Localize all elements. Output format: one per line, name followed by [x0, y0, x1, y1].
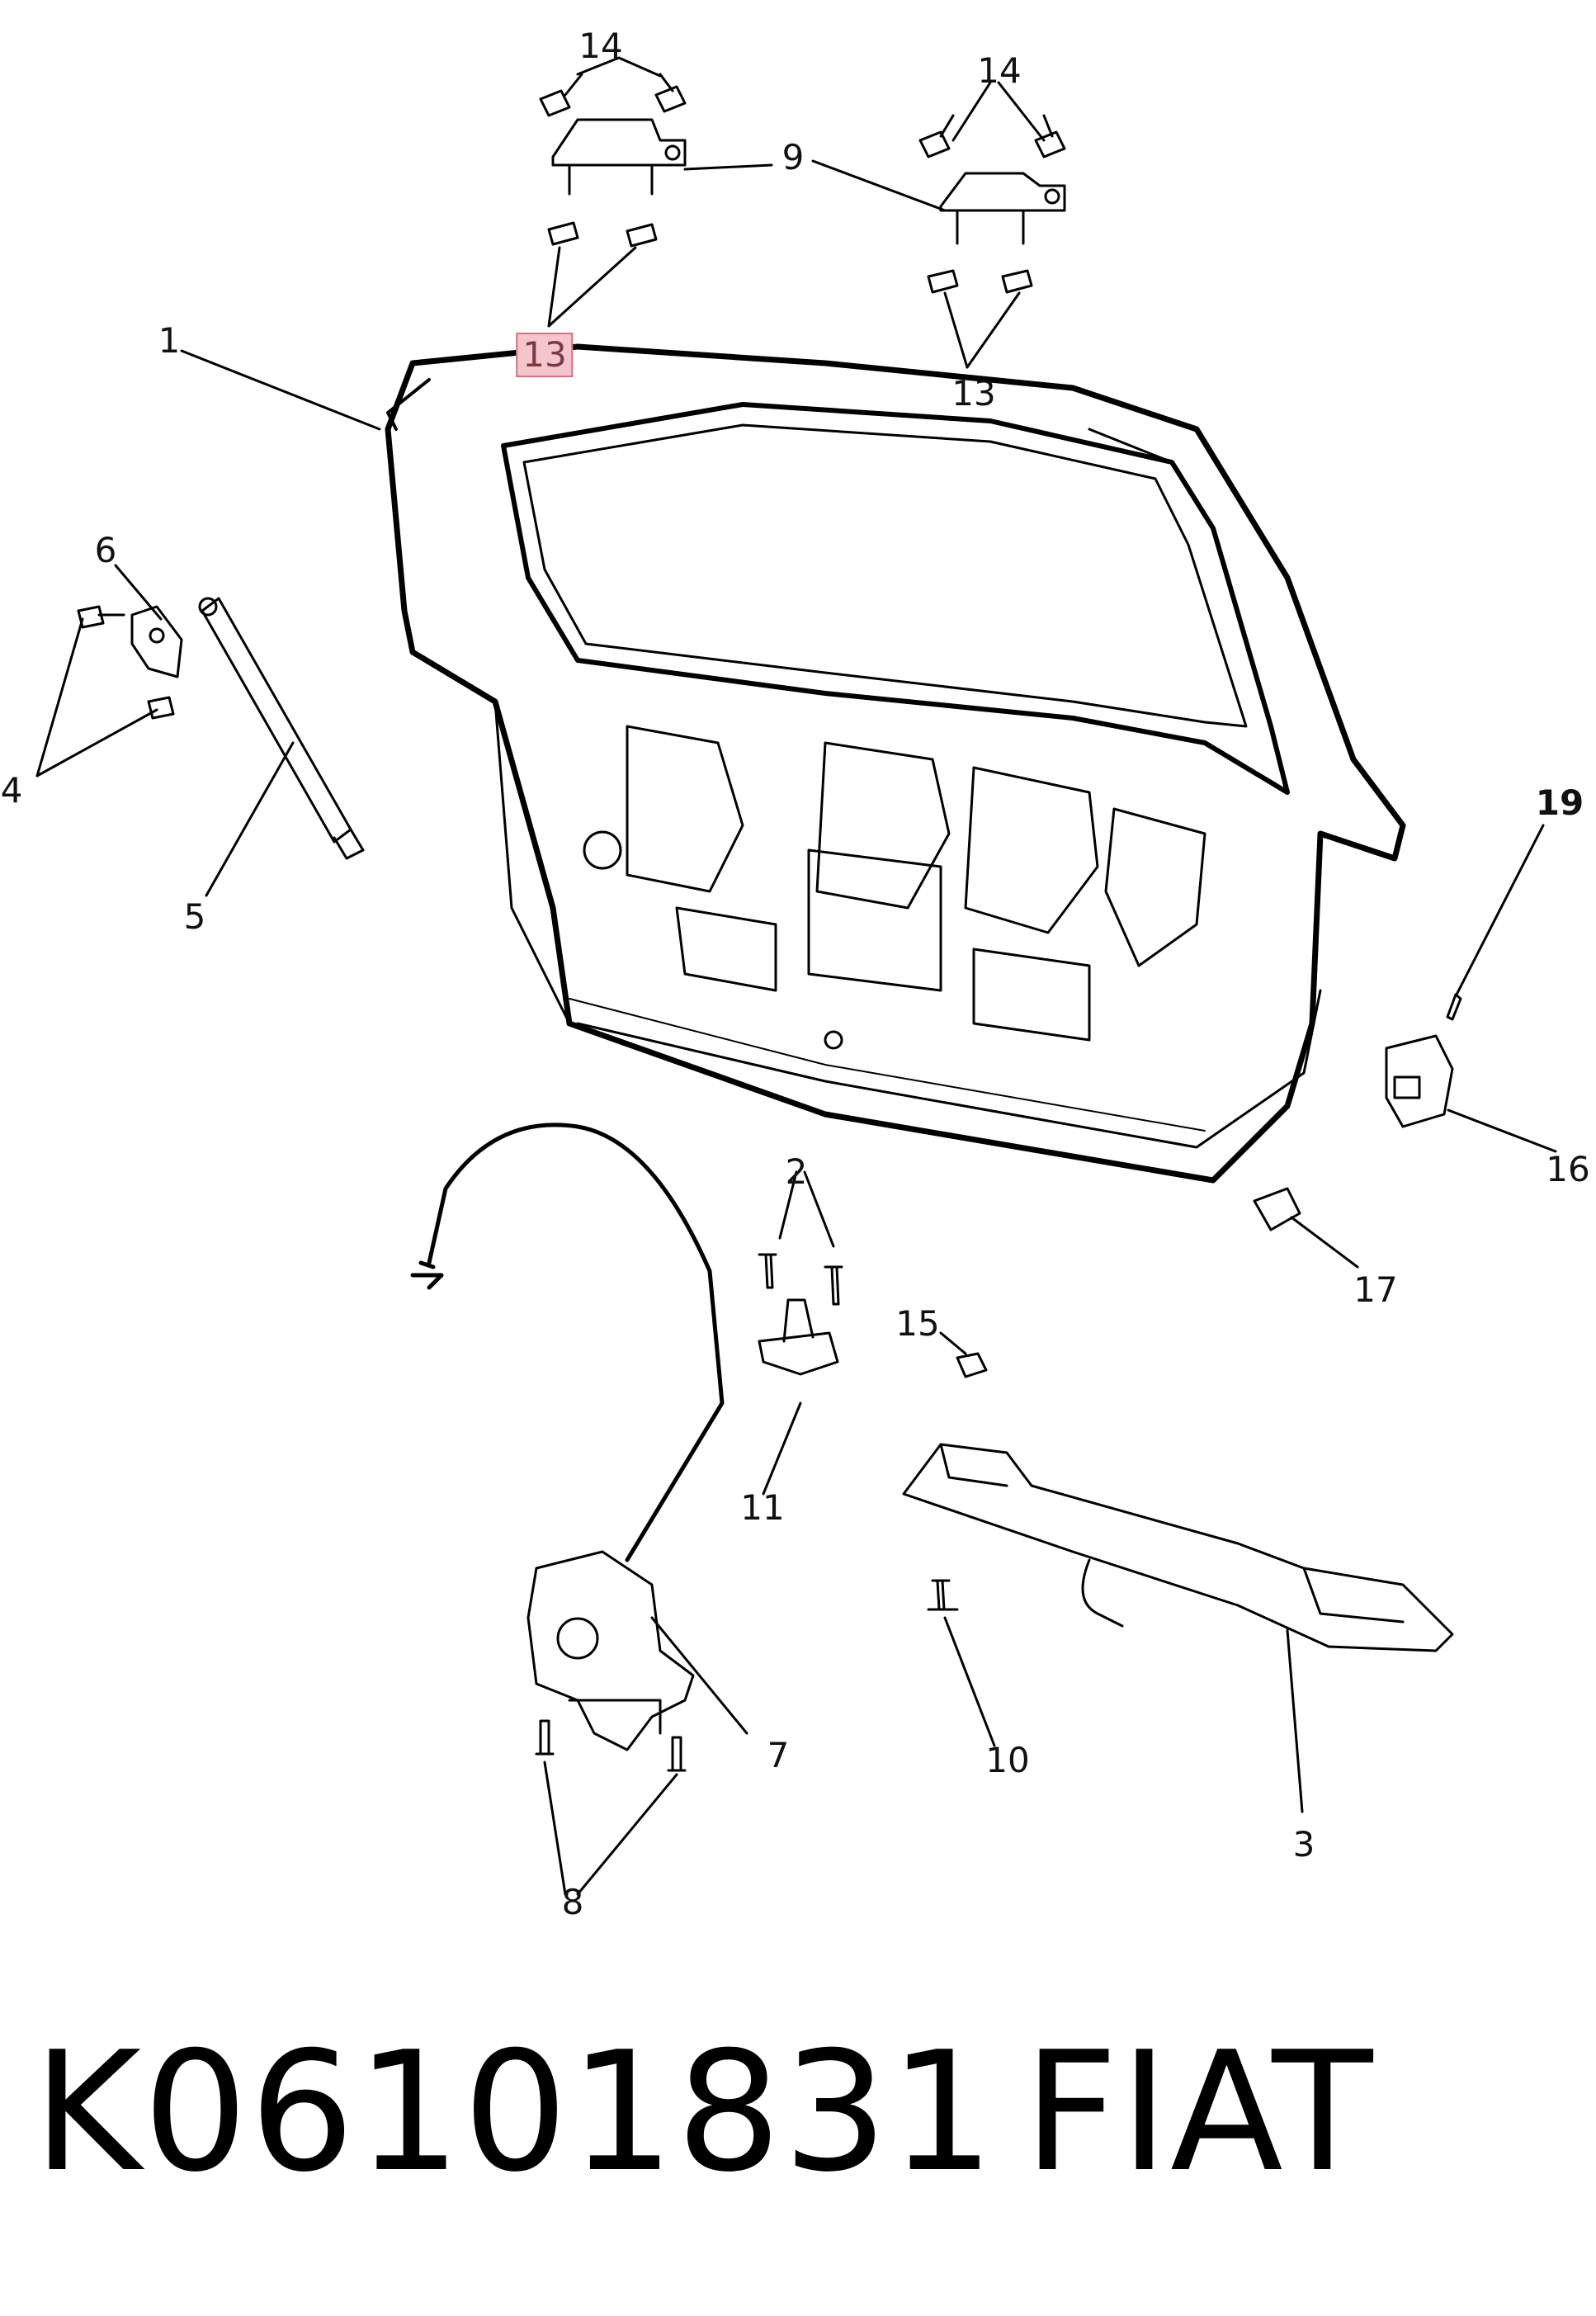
callout-14-right: 14 [977, 50, 1022, 91]
gas-strut [198, 597, 365, 860]
callout-7: 7 [767, 1735, 790, 1775]
striker-bolts [758, 1253, 843, 1306]
callout-10: 10 [985, 1740, 1030, 1780]
callout-11: 11 [740, 1487, 785, 1528]
bracket-bolts [77, 605, 175, 720]
callout-9: 9 [781, 137, 805, 177]
callout-8: 8 [561, 1882, 584, 1922]
screw-19 [1446, 993, 1462, 1021]
screw-10 [927, 1579, 959, 1611]
callout-14-left: 14 [578, 26, 623, 66]
clip-15 [956, 1352, 988, 1378]
callout-3: 3 [1292, 1824, 1315, 1865]
callout-13-right: 13 [951, 373, 996, 414]
callout-5: 5 [183, 896, 206, 937]
release-cable [410, 1123, 725, 1562]
callout-15: 15 [895, 1303, 940, 1344]
stop-17 [1253, 1187, 1301, 1231]
nuts-13 [547, 221, 1033, 294]
hinge-left [551, 118, 687, 196]
callout-16: 16 [1546, 1149, 1590, 1189]
callout-13-highlighted: 13 [516, 333, 574, 377]
callout-19: 19 [1535, 782, 1584, 823]
leader-lines [35, 56, 1557, 1896]
latch-assembly [526, 1550, 695, 1751]
bumper-16 [1385, 1034, 1454, 1128]
callout-17: 17 [1353, 1269, 1398, 1310]
brand-name: FIAT [1023, 2016, 1375, 2209]
liftgate-panel [385, 343, 1406, 1184]
callout-4: 4 [0, 770, 23, 811]
strut-bracket [130, 605, 183, 678]
striker [758, 1298, 839, 1376]
hinge-right [939, 172, 1066, 245]
handle-light-bar [902, 1443, 1454, 1652]
part-number: K06101831 [33, 2016, 997, 2209]
bolts-14 [539, 73, 1066, 158]
latch-bolts [535, 1719, 687, 1772]
callout-6: 6 [94, 530, 117, 570]
callout-1: 1 [158, 320, 181, 361]
callout-2: 2 [785, 1151, 808, 1192]
